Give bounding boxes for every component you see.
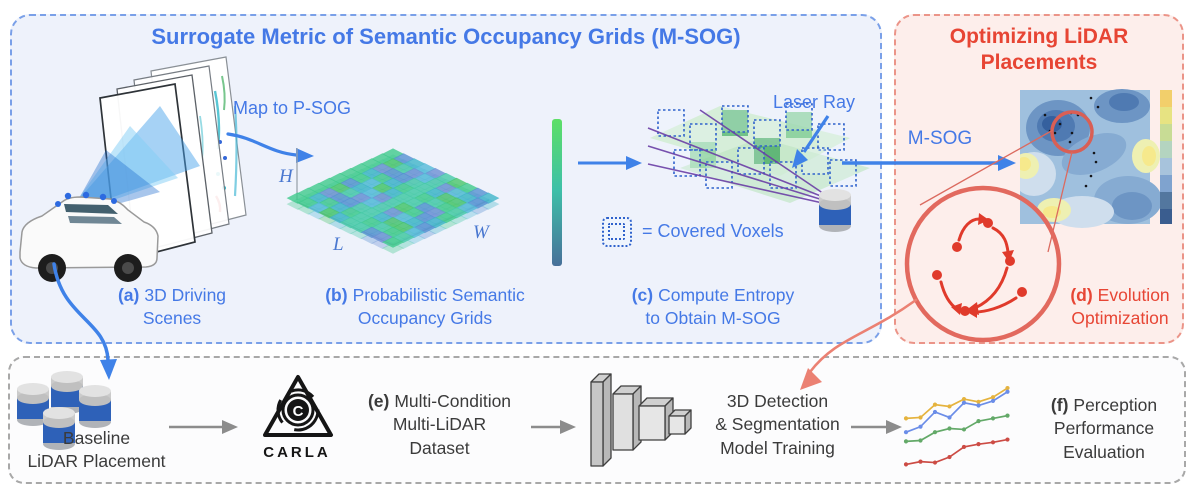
- flow-arrow-carla-training: [531, 420, 576, 434]
- axis-label-l: L: [332, 234, 344, 255]
- heatmap-colorbar: [1160, 90, 1172, 224]
- neural-network-icon: [590, 373, 692, 467]
- covered-voxel-legend-icon: [602, 217, 632, 247]
- driving-scene-graphic: [19, 56, 247, 282]
- caption-f: (f)Perception Performance Evaluation: [1050, 395, 1158, 462]
- car-icon: [19, 191, 159, 282]
- map-to-psog-arrow: [226, 132, 314, 163]
- axis-label-h: H: [278, 166, 294, 187]
- probability-colorbar: [552, 119, 562, 266]
- evolution-to-training-arrow: [800, 298, 918, 390]
- lidar-sensor-icon: [819, 189, 851, 232]
- voxel-grid: H L W: [278, 148, 500, 255]
- mini-line-chart: [903, 385, 1010, 467]
- msog-arrow-label: M-SOG: [907, 128, 973, 149]
- caption-a: (a)3D Driving Scenes: [117, 285, 227, 329]
- flow-arrow-baseline-carla: [169, 420, 238, 434]
- voxel-grid-cells: [286, 148, 500, 254]
- heatmap: [1020, 89, 1172, 228]
- caption-e: (e)Multi-Condition Multi-LiDAR Dataset: [367, 391, 512, 458]
- flow-arrow-training-eval: [851, 420, 902, 434]
- evolution-circle: [904, 129, 1073, 343]
- caption-b: (b)Probabilistic Semantic Occupancy Grid…: [325, 285, 525, 329]
- evolution-arrows: [939, 217, 1018, 314]
- axis-label-w: W: [473, 222, 491, 243]
- optimize-panel-title: Optimizing LiDAR Placements: [949, 25, 1129, 75]
- laser-rays: [647, 109, 837, 207]
- flow-arrow-b-c: [578, 156, 642, 170]
- msog-panel-title: Surrogate Metric of Semantic Occupancy G…: [151, 24, 741, 49]
- covered-voxels-legend-label: = Covered Voxels: [642, 221, 784, 241]
- map-to-psog-label: Map to P-SOG: [233, 98, 352, 118]
- caption-baseline: Baseline LiDAR Placement: [27, 428, 166, 472]
- caption-c: (c)Compute Entropy to Obtain M-SOG: [631, 285, 795, 329]
- carla-logo: C: [263, 375, 333, 437]
- laser-ray-label: Laser Ray: [773, 92, 856, 112]
- laser-ray-arrow: [792, 115, 830, 168]
- covered-voxels-cluster: [647, 103, 870, 232]
- carla-wordmark: CARLA: [263, 444, 331, 461]
- svg-text:C: C: [293, 403, 304, 420]
- caption-training: 3D Detection & Segmentation Model Traini…: [715, 391, 840, 458]
- scene-to-baseline-arrow: [52, 262, 117, 380]
- caption-d: (d)Evolution Optimization: [1070, 285, 1170, 329]
